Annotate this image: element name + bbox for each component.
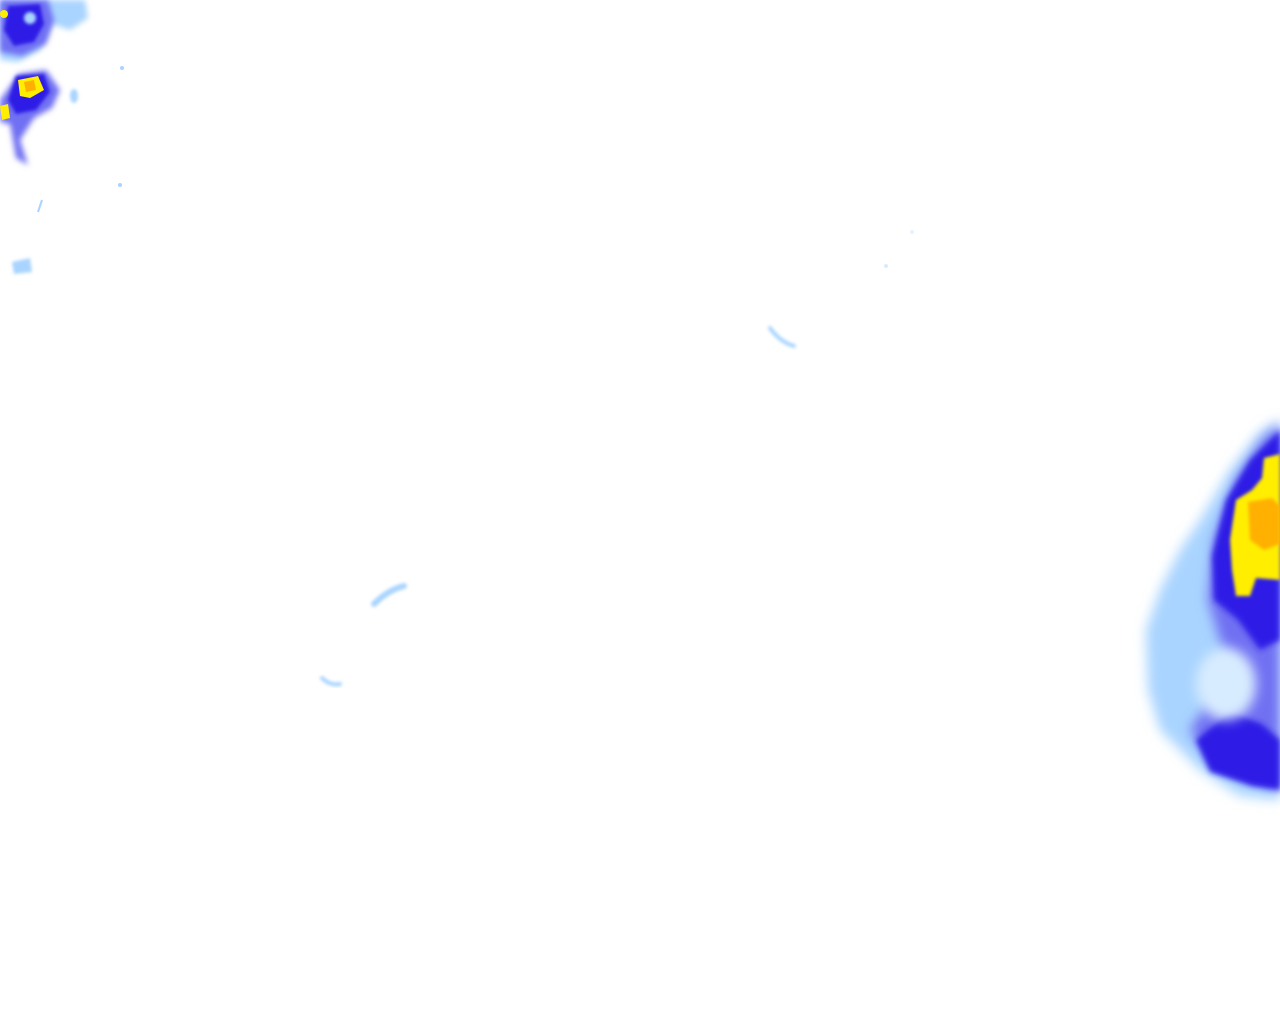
- precip-band-deep: [1196, 712, 1280, 790]
- precip-spot-light: [24, 12, 36, 24]
- precip-spot-light: [12, 258, 32, 274]
- precip-spot-faint: [910, 230, 914, 234]
- precip-core-yellow-small: [0, 104, 10, 120]
- precip-core-yellow: [0, 10, 8, 18]
- precip-core-orange: [24, 80, 36, 92]
- precip-core-orange: [1248, 498, 1280, 550]
- precip-scattered-echoes: [320, 230, 914, 687]
- precip-spot-light: [120, 66, 124, 70]
- precip-spot-light: [70, 89, 78, 103]
- precip-streak-light: [37, 199, 43, 213]
- precip-spot-light: [118, 183, 122, 187]
- precip-streak-light: [371, 583, 407, 607]
- precip-cell-left-mid: [0, 66, 124, 274]
- precip-spot-light: [1196, 648, 1256, 720]
- precip-streak-light: [320, 676, 342, 687]
- precip-spot-faint: [884, 264, 888, 268]
- precip-cell-top-left: [0, 0, 88, 62]
- precip-streak-light: [768, 326, 796, 348]
- precip-cell-right-edge: [1146, 420, 1280, 800]
